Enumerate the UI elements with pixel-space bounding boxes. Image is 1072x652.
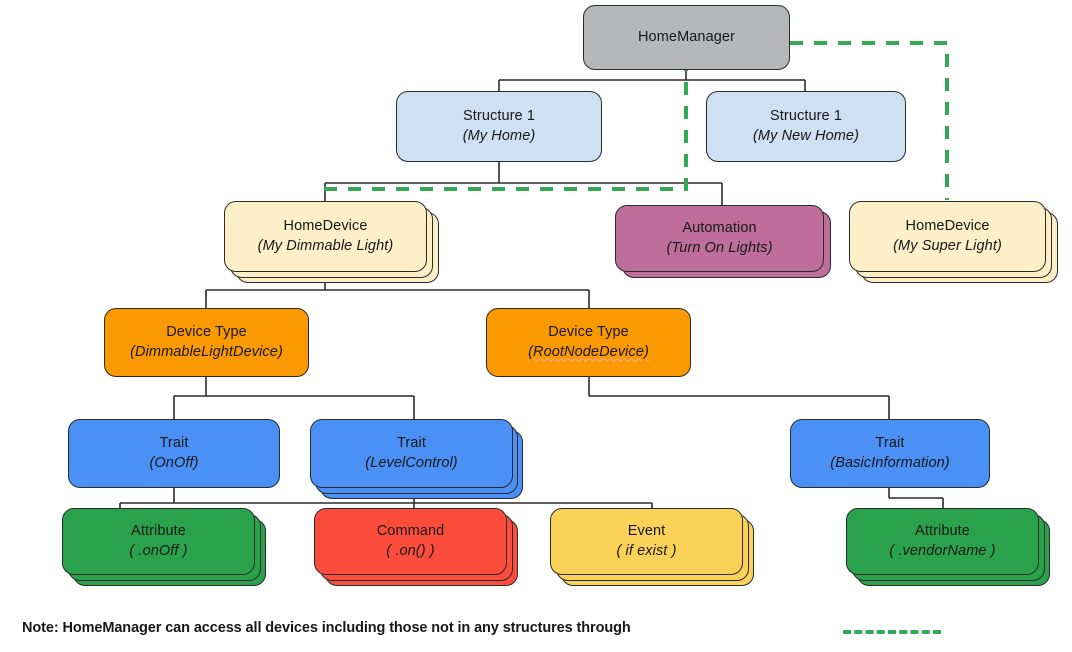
node-event-line2: ( if exist ) bbox=[616, 542, 677, 559]
node-automation-line2: (Turn On Lights) bbox=[666, 239, 773, 256]
node-home-device-super-line2: (My Super Light) bbox=[893, 237, 1002, 254]
node-home-device-dimmable-line2: (My Dimmable Light) bbox=[257, 237, 394, 254]
node-trait-onoff-line1: Trait bbox=[159, 435, 189, 452]
node-command-on[interactable]: Command ( .on() ) bbox=[314, 508, 507, 575]
node-command-on-line2: ( .on() ) bbox=[386, 542, 435, 559]
footer-note: Note: HomeManager can access all devices… bbox=[22, 620, 631, 636]
node-device-type-dimmable[interactable]: Device Type (DimmableLightDevice) bbox=[104, 308, 309, 377]
node-structure-my-home-line2: (My Home) bbox=[462, 127, 536, 144]
node-structure-my-new-home[interactable]: Structure 1 (My New Home) bbox=[706, 91, 906, 162]
node-device-type-dimmable-line2: (DimmableLightDevice) bbox=[130, 343, 283, 360]
node-device-type-rootnode-line1: Device Type bbox=[548, 324, 629, 341]
node-attribute-onoff-line2: ( .onOff ) bbox=[129, 542, 188, 559]
node-trait-basicinformation-line2: (BasicInformation) bbox=[830, 454, 950, 471]
node-structure-my-new-home-line1: Structure 1 bbox=[769, 108, 843, 125]
node-attribute-vendorname-line1: Attribute bbox=[915, 523, 970, 540]
node-attribute-onoff-line1: Attribute bbox=[131, 523, 186, 540]
node-automation-line1: Automation bbox=[682, 220, 757, 237]
node-trait-levelcontrol-line2: (LevelControl) bbox=[365, 454, 458, 471]
node-home-device-dimmable[interactable]: HomeDevice (My Dimmable Light) bbox=[224, 201, 427, 272]
node-trait-onoff[interactable]: Trait (OnOff) bbox=[68, 419, 280, 488]
node-event-if-exist[interactable]: Event ( if exist ) bbox=[550, 508, 743, 575]
node-trait-levelcontrol[interactable]: Trait (LevelControl) bbox=[310, 419, 513, 488]
node-device-type-rootnode-line2: (RootNodeDevice) bbox=[528, 343, 649, 360]
node-home-device-super[interactable]: HomeDevice (My Super Light) bbox=[849, 201, 1046, 272]
node-automation-turn-on-lights[interactable]: Automation (Turn On Lights) bbox=[615, 205, 824, 272]
node-home-manager-line1: HomeManager bbox=[637, 28, 735, 45]
node-structure-my-home[interactable]: Structure 1 (My Home) bbox=[396, 91, 602, 162]
node-event-line1: Event bbox=[627, 523, 666, 540]
node-attribute-onoff[interactable]: Attribute ( .onOff ) bbox=[62, 508, 255, 575]
node-structure-my-home-line1: Structure 1 bbox=[462, 108, 536, 125]
node-attribute-vendorname[interactable]: Attribute ( .vendorName ) bbox=[846, 508, 1039, 575]
node-home-device-dimmable-line1: HomeDevice bbox=[283, 218, 368, 235]
legend-dashed-line-icon bbox=[843, 630, 941, 634]
node-device-type-dimmable-line1: Device Type bbox=[166, 324, 247, 341]
node-home-manager[interactable]: HomeManager bbox=[583, 5, 790, 70]
node-device-type-rootnode[interactable]: Device Type (RootNodeDevice) bbox=[486, 308, 691, 377]
node-attribute-vendorname-line2: ( .vendorName ) bbox=[889, 542, 996, 559]
node-command-on-line1: Command bbox=[376, 523, 445, 540]
node-trait-levelcontrol-line1: Trait bbox=[397, 435, 426, 452]
node-structure-my-new-home-line2: (My New Home) bbox=[752, 127, 860, 144]
node-trait-basicinformation-line1: Trait bbox=[875, 435, 905, 452]
node-home-device-super-line1: HomeDevice bbox=[905, 218, 990, 235]
node-trait-onoff-line2: (OnOff) bbox=[149, 454, 199, 471]
node-trait-basicinformation[interactable]: Trait (BasicInformation) bbox=[790, 419, 990, 488]
